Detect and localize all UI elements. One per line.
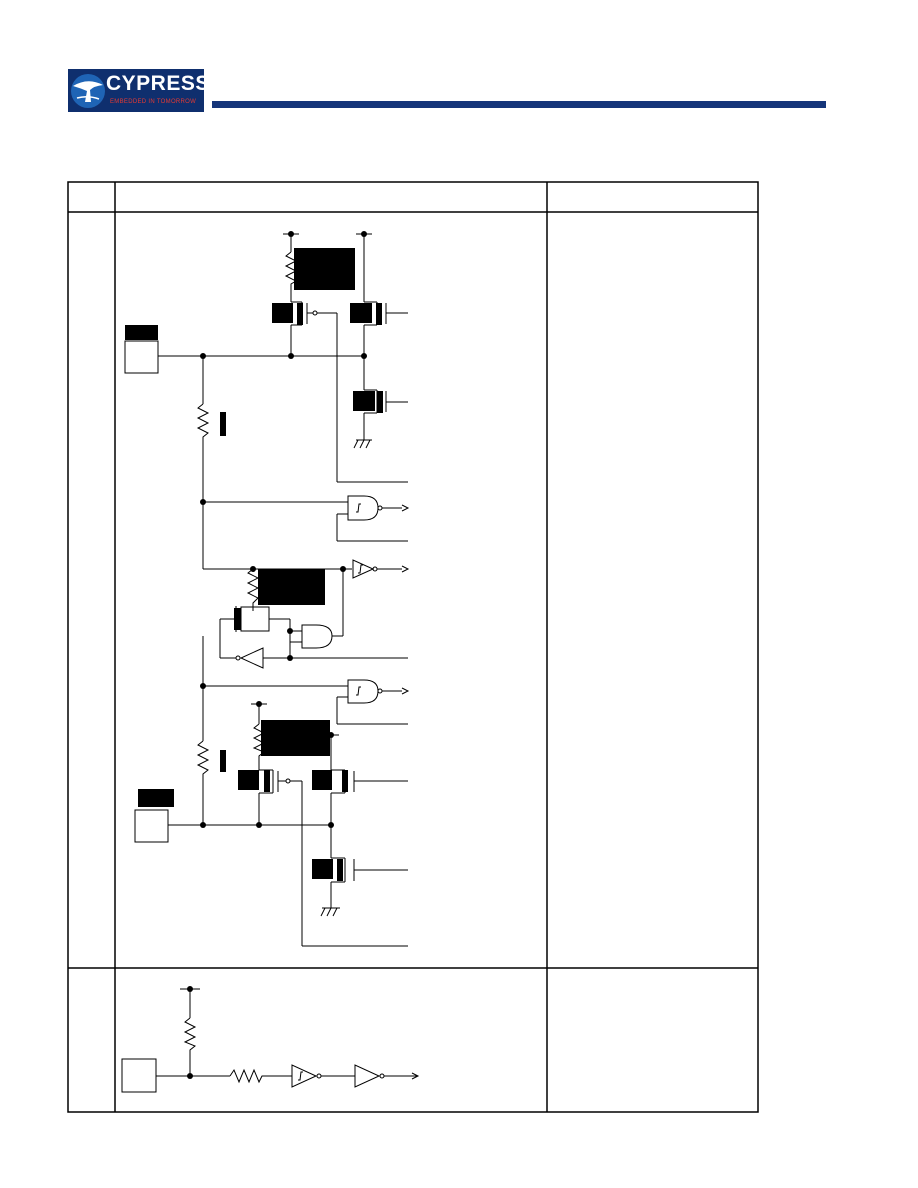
bidirectional-io-circuit: [124, 233, 408, 947]
tree-logo-icon: [71, 74, 105, 108]
output-arrows: [401, 504, 410, 695]
table-grid: [67, 181, 759, 1113]
junction-dots: [200, 231, 367, 828]
redacted-blocks: [125, 248, 383, 881]
input-buffer-circuit: [121, 988, 420, 1093]
logo-wordmark: CYPRESS: [106, 72, 210, 95]
logo-tagline: EMBEDDED IN TOMORROW: [110, 99, 197, 105]
cypress-logo: CYPRESS EMBEDDED IN TOMORROW: [68, 69, 209, 112]
input-junction-dots: [187, 986, 193, 1079]
header-rule: [212, 101, 826, 108]
